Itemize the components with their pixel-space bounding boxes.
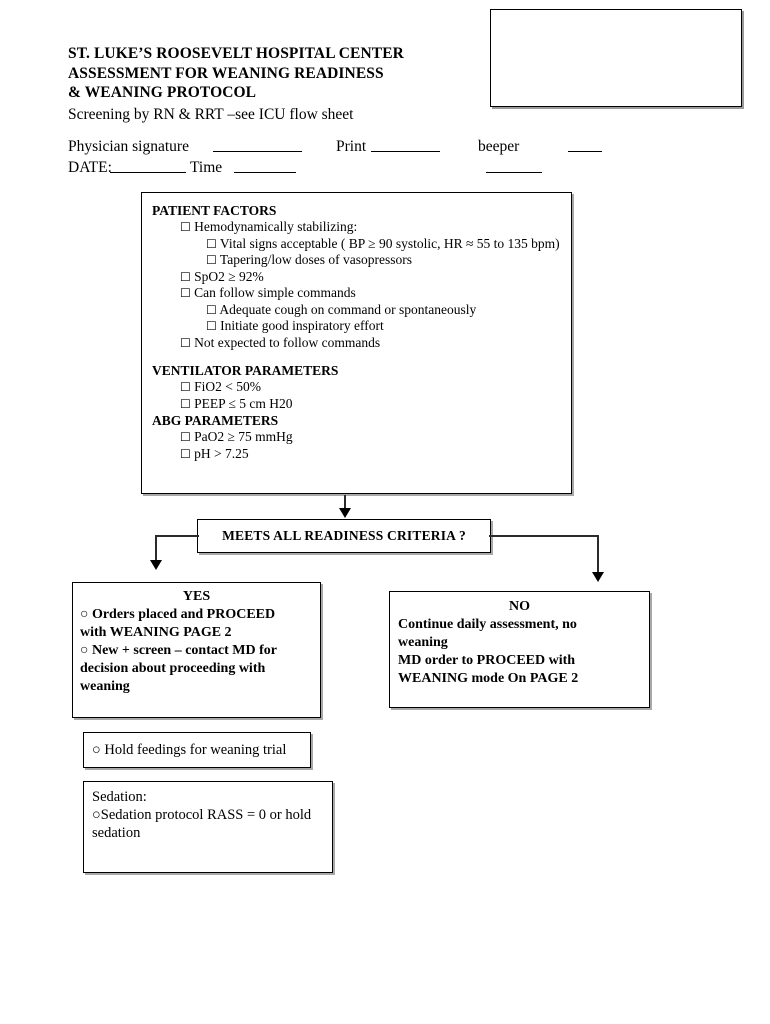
checkbox-icon[interactable]: ☐ [180, 335, 191, 350]
yes-line: with WEANING PAGE 2 [80, 625, 232, 640]
connector-decision-to-yes-horizontal [155, 535, 199, 537]
document-header: ST. LUKE’S ROOSEVELT HOSPITAL CENTER ASS… [68, 44, 488, 126]
yes-line: ○ Orders placed and PROCEED [80, 607, 276, 622]
checkbox-icon[interactable]: ☐ [180, 269, 191, 284]
arrowhead-down-decision [339, 508, 351, 518]
patient-factor-label: Can follow simple commands [190, 285, 356, 300]
ventilator-parameter-item[interactable]: ☐ PEEP ≤ 5 cm H20 [180, 396, 561, 413]
yes-line: decision about proceeding with [80, 661, 266, 676]
patient-factor-item[interactable]: ☐ Vital signs acceptable ( BP ≥ 90 systo… [206, 236, 561, 253]
patient-factors-title: PATIENT FACTORS [152, 203, 277, 218]
date-field[interactable] [110, 157, 186, 173]
checkbox-icon[interactable]: ☐ [180, 286, 191, 300]
yes-line: ○ New + screen – contact MD for [80, 643, 277, 658]
checkbox-icon[interactable]: ☐ [180, 380, 191, 394]
yes-heading: YES [182, 589, 211, 604]
checkbox-icon[interactable]: ☐ [206, 236, 217, 251]
patient-factor-label: Not expected to follow commands [190, 334, 381, 350]
no-heading: NO [509, 599, 530, 614]
yes-lines: ○ Orders placed and PROCEED with WEANING … [80, 606, 313, 696]
ventilator-parameter-label: FiO2 < 50% [190, 379, 262, 394]
patient-factor-label: Hemodynamically stabilizing: [190, 219, 358, 234]
print-label: Print [336, 138, 367, 155]
connector-decision-to-no-vertical [597, 535, 599, 575]
readiness-criteria-box: PATIENT FACTORS ☐ Hemodynamically stabil… [141, 192, 572, 494]
yes-outcome-box: YES ○ Orders placed and PROCEED with WEAN… [72, 582, 321, 718]
beeper-label: beeper [478, 138, 520, 155]
physician-signature-field[interactable] [213, 136, 302, 152]
arrowhead-down-yes [150, 560, 162, 570]
patient-factor-label: Initiate good inspiratory effort [216, 318, 384, 333]
checkbox-icon[interactable]: ☐ [206, 319, 217, 333]
checkbox-icon[interactable]: ☐ [180, 220, 191, 234]
beeper-field-top[interactable] [568, 136, 602, 152]
abg-parameter-item[interactable]: ☐ PaO2 ≥ 75 mmHg [180, 429, 561, 446]
patient-factor-item[interactable]: ☐ Adequate cough on command or spontaneo… [206, 302, 561, 319]
patient-factor-label: SpO2 ≥ 92% [190, 268, 264, 284]
ventilator-parameters-list: ☐ FiO2 < 50%☐ PEEP ≤ 5 cm H20 [152, 379, 561, 412]
sedation-box: Sedation: ○Sedation protocol RASS = 0 or … [83, 781, 333, 873]
patient-factor-item[interactable]: ☐ Initiate good inspiratory effort [206, 318, 561, 335]
patient-factor-item[interactable]: ☐ Tapering/low doses of vasopressors [206, 252, 561, 269]
no-line: MD order to PROCEED with [398, 653, 576, 668]
ventilator-parameters-title: VENTILATOR PARAMETERS [152, 363, 339, 378]
checkbox-icon[interactable]: ☐ [206, 253, 217, 267]
checkbox-icon[interactable]: ☐ [180, 446, 191, 461]
decision-box: MEETS ALL READINESS CRITERIA ? [197, 519, 491, 553]
screening-line: Screening by RN & RRT –see ICU flow shee… [68, 105, 354, 123]
abg-parameter-label: pH > 7.25 [190, 445, 249, 461]
patient-factor-label: Vital signs acceptable ( BP ≥ 90 systoli… [216, 235, 560, 251]
abg-parameters-list: ☐ PaO2 ≥ 75 mmHg☐ pH > 7.25 [152, 429, 561, 462]
checkbox-icon[interactable]: ☐ [206, 302, 217, 317]
connector-criteria-to-decision [344, 495, 346, 511]
title-line-1: ST. LUKE’S ROOSEVELT HOSPITAL CENTER [68, 45, 404, 62]
date-row: DATE: Time [68, 157, 668, 178]
sedation-line: Sedation: [92, 789, 147, 805]
signature-block: Physician signature Print beeper DATE: T… [68, 136, 668, 178]
no-line: weaning [398, 635, 448, 650]
title-line-2: ASSESSMENT FOR WEANING READINESS [68, 64, 384, 82]
arrowhead-down-no [592, 572, 604, 582]
checkbox-icon[interactable]: ☐ [180, 396, 191, 411]
ventilator-parameter-item[interactable]: ☐ FiO2 < 50% [180, 379, 561, 396]
patient-factor-item[interactable]: ☐ Can follow simple commands [180, 285, 561, 302]
patient-factor-item[interactable]: ☐ Not expected to follow commands [180, 335, 561, 352]
spacer [152, 351, 561, 362]
patient-factor-item[interactable]: ☐ SpO2 ≥ 92% [180, 269, 561, 286]
hold-feedings-box: ○ Hold feedings for weaning trial [83, 732, 311, 768]
connector-decision-to-yes-vertical [155, 535, 157, 563]
signature-row: Physician signature Print beeper [68, 136, 668, 157]
time-field[interactable] [234, 157, 296, 173]
beeper-field-bottom[interactable] [486, 157, 542, 173]
ventilator-parameter-label: PEEP ≤ 5 cm H20 [190, 395, 293, 411]
patient-factor-label: Adequate cough on command or spontaneous… [216, 301, 477, 317]
patient-factor-item[interactable]: ☐ Hemodynamically stabilizing: [180, 219, 561, 236]
no-line: Continue daily assessment, no [398, 617, 577, 632]
checkbox-icon[interactable]: ☐ [180, 430, 191, 444]
physician-signature-label: Physician signature [68, 138, 189, 155]
no-lines: Continue daily assessment, no weaning MD o… [398, 616, 641, 688]
abg-parameter-item[interactable]: ☐ pH > 7.25 [180, 446, 561, 463]
sedation-line: ○Sedation protocol RASS = 0 or hold [92, 807, 312, 823]
yes-line: weaning [80, 679, 130, 694]
connector-decision-to-no-horizontal [489, 535, 599, 537]
patient-factor-label: Tapering/low doses of vasopressors [216, 252, 413, 267]
patient-factors-list: ☐ Hemodynamically stabilizing:☐ Vital si… [152, 219, 561, 351]
no-line: WEANING mode On PAGE 2 [398, 671, 579, 686]
sedation-line: sedation [92, 825, 141, 841]
time-label: Time [190, 159, 223, 176]
decision-question: MEETS ALL READINESS CRITERIA ? [222, 528, 466, 543]
hold-feedings-text: ○ Hold feedings for weaning trial [92, 741, 287, 758]
abg-parameter-label: PaO2 ≥ 75 mmHg [190, 429, 293, 444]
date-label: DATE: [68, 159, 112, 176]
print-field[interactable] [371, 136, 440, 152]
sedation-lines: Sedation: ○Sedation protocol RASS = 0 or … [92, 788, 324, 842]
abg-parameters-title: ABG PARAMETERS [152, 413, 279, 428]
title-line-3: & WEANING PROTOCOL [68, 84, 257, 101]
patient-label-box [490, 9, 742, 107]
